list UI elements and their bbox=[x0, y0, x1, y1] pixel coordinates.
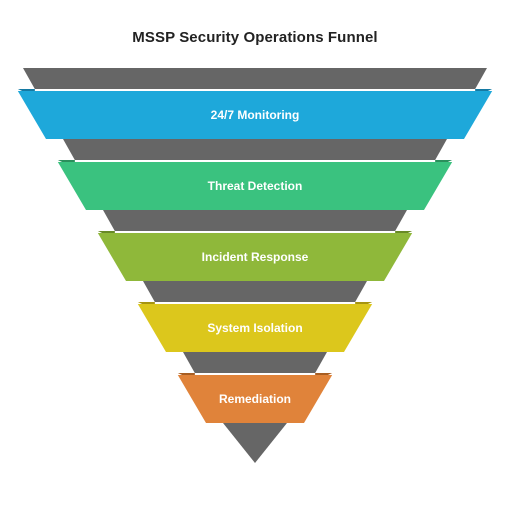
stage-band-2 bbox=[57, 162, 453, 210]
stage-label-1: 24/7 Monitoring bbox=[211, 108, 300, 122]
connector-5 bbox=[183, 352, 327, 373]
stage-band-1 bbox=[17, 91, 493, 139]
diagram-title: MSSP Security Operations Funnel bbox=[132, 29, 378, 46]
stage-label-2: Threat Detection bbox=[208, 179, 303, 193]
stage-band-3 bbox=[97, 233, 413, 281]
stage-label-3: Incident Response bbox=[202, 250, 309, 264]
connector-4 bbox=[143, 281, 367, 302]
funnel-bands bbox=[17, 89, 493, 423]
funnel-tip bbox=[223, 423, 287, 463]
connector-2 bbox=[63, 139, 447, 160]
stage-band-4 bbox=[137, 304, 373, 352]
funnel-connectors bbox=[23, 68, 487, 463]
stage-band-5 bbox=[177, 375, 333, 423]
stage-label-4: System Isolation bbox=[207, 321, 302, 335]
connector-1 bbox=[23, 68, 487, 89]
stage-label-5: Remediation bbox=[219, 392, 291, 406]
connector-3 bbox=[103, 210, 407, 231]
